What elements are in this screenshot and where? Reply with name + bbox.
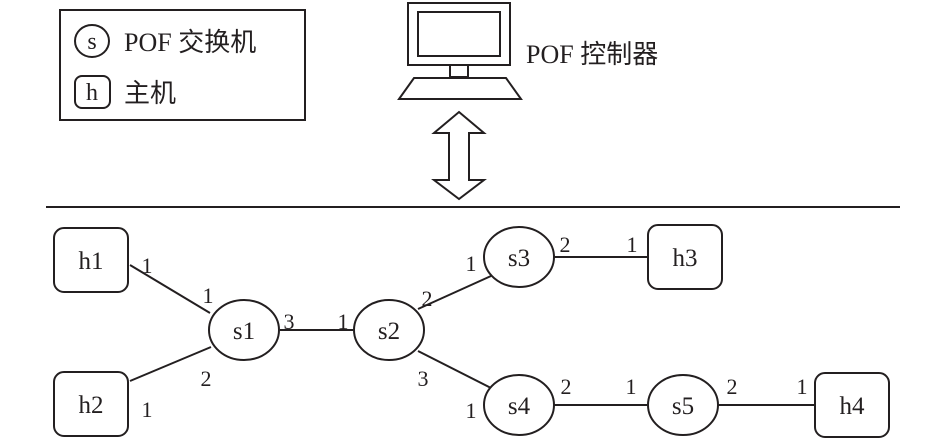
- port-label-h4: 1: [797, 374, 808, 399]
- host-shape: [647, 224, 723, 290]
- port-label-s5: 2: [727, 374, 738, 399]
- switch-shape: [353, 299, 425, 361]
- host-shape: [53, 371, 129, 437]
- node-label: s4: [508, 393, 531, 420]
- controller: POF 控制器: [397, 2, 658, 100]
- port-label-h1: 1: [142, 253, 153, 278]
- legend-switch-symbol-text: s: [87, 29, 96, 55]
- host-shape: [814, 372, 890, 438]
- legend-switch-label: POF 交换机: [124, 28, 256, 57]
- port-label-s1: 3: [284, 309, 295, 334]
- port-label-h2: 1: [142, 397, 153, 422]
- port-label-s1: 2: [201, 366, 212, 391]
- switch-shape: [483, 226, 555, 288]
- port-label-s3: 1: [466, 251, 477, 276]
- port-label-s3: 2: [560, 232, 571, 257]
- legend-switch-symbol: [74, 24, 110, 58]
- link-h2-s1: [129, 346, 212, 382]
- host-node-h2: h2: [53, 371, 129, 437]
- legend-host-symbol: [74, 75, 111, 109]
- switch-node-s1: s1: [208, 299, 280, 361]
- node-label: s3: [508, 245, 530, 272]
- port-label-s2: 2: [422, 286, 433, 311]
- switch-node-s5: s5: [647, 374, 719, 436]
- switch-node-s4: s4: [483, 374, 555, 436]
- node-label: s5: [672, 393, 694, 420]
- node-label: s1: [233, 318, 255, 345]
- port-label-s4: 2: [561, 374, 572, 399]
- host-node-h4: h4: [814, 372, 890, 438]
- switch-shape: [647, 374, 719, 436]
- node-label: h3: [673, 245, 698, 272]
- switch-shape: [208, 299, 280, 361]
- node-label: h2: [79, 392, 104, 419]
- host-node-h1: h1: [53, 227, 129, 293]
- host-node-h3: h3: [647, 224, 723, 290]
- port-label-s1: 1: [203, 283, 214, 308]
- port-label-h3: 1: [627, 232, 638, 257]
- port-labels-layer: 1 1 1 2 3 1 2 1 3 1 2 1 2 1 2 1: [142, 232, 808, 423]
- node-label: h1: [79, 248, 104, 275]
- legend: s POF 交换机 h 主机: [59, 9, 306, 121]
- switch-node-s3: s3: [483, 226, 555, 288]
- switch-shape: [483, 374, 555, 436]
- host-shape: [53, 227, 129, 293]
- port-label-s4: 1: [466, 398, 477, 423]
- links-layer: [129, 256, 817, 406]
- port-label-s2: 1: [338, 309, 349, 334]
- switch-node-s2: s2: [353, 299, 425, 361]
- node-label: h4: [840, 393, 866, 420]
- nodes-layer: h1 h2 h3 h4 s1 s2 s3 s4 s5: [53, 224, 890, 438]
- legend-host-symbol-text: h: [86, 80, 98, 106]
- legend-host-label: 主机: [124, 79, 176, 108]
- port-label-s5: 1: [626, 374, 637, 399]
- link-s2-s4: [417, 350, 492, 389]
- link-s2-s3: [417, 275, 492, 310]
- legend-box: [59, 9, 306, 121]
- port-label-s2: 3: [418, 366, 429, 391]
- controller-label: POF 控制器: [526, 40, 658, 69]
- node-label: s2: [378, 318, 400, 345]
- link-h1-s1: [129, 264, 211, 314]
- monitor-icon: [397, 2, 523, 100]
- double-arrow-icon: [431, 110, 487, 201]
